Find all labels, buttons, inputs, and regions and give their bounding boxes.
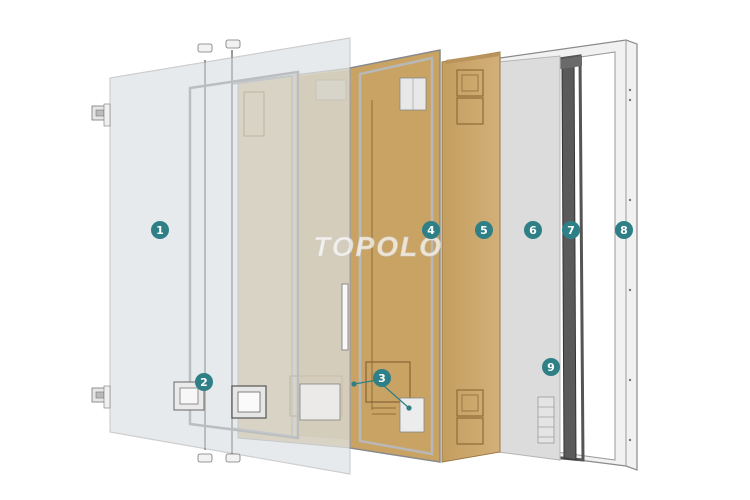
callout-5: 5 xyxy=(475,221,493,239)
glass-panel xyxy=(109,37,351,475)
callout-9: 9 xyxy=(542,358,560,376)
svg-text:7: 7 xyxy=(567,224,575,237)
rod-ends xyxy=(197,39,241,463)
callout-3-leaders xyxy=(351,379,412,411)
svg-text:2: 2 xyxy=(200,376,208,389)
svg-text:8: 8 xyxy=(620,224,628,237)
wood-core-board xyxy=(441,51,501,463)
hinge-bottom xyxy=(91,385,111,409)
watermark-text: TOPOLO xyxy=(313,231,443,262)
seal-strip xyxy=(536,54,585,462)
svg-text:9: 9 xyxy=(547,361,555,374)
svg-text:6: 6 xyxy=(529,224,537,237)
callout-2: 2 xyxy=(195,373,213,391)
callout-1: 1 xyxy=(151,221,169,239)
hinge-top xyxy=(91,103,111,127)
svg-text:3: 3 xyxy=(378,372,386,385)
filler-pieces xyxy=(537,396,555,444)
svg-text:4: 4 xyxy=(427,224,435,237)
callout-7: 7 xyxy=(562,221,580,239)
callout-3: 3 xyxy=(373,369,391,387)
door-frame-assembly xyxy=(349,49,441,463)
callout-6: 6 xyxy=(524,221,542,239)
svg-text:1: 1 xyxy=(156,224,164,237)
svg-text:5: 5 xyxy=(480,224,488,237)
callout-4: 4 xyxy=(422,221,440,239)
lock-hardware xyxy=(173,283,349,421)
callout-8: 8 xyxy=(615,221,633,239)
